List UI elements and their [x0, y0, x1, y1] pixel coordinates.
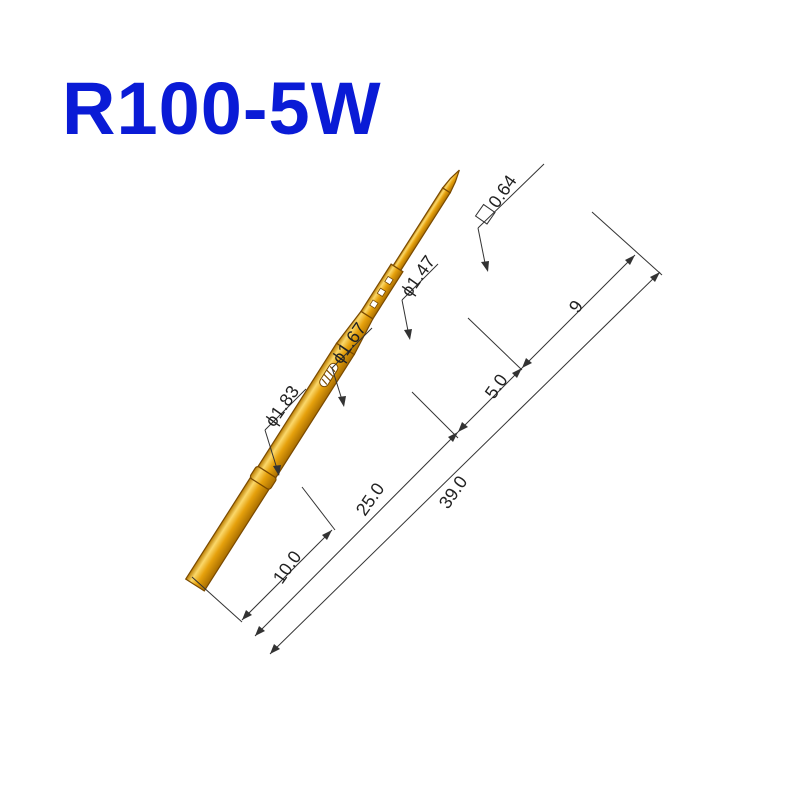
probe-pin — [184, 169, 460, 592]
leader-d167 — [331, 327, 373, 407]
pin-tip — [441, 169, 460, 194]
pin-tail-barrel — [184, 477, 270, 592]
pin-square-mark — [376, 287, 387, 298]
square-symbol-icon — [474, 203, 496, 225]
callout-square-064: 0.64 — [474, 171, 521, 225]
pin-square-mark — [369, 299, 379, 309]
dim-label-25: 25.0 — [352, 479, 388, 519]
dim-line-5 — [457, 367, 523, 433]
dim-line-25 — [254, 431, 459, 637]
dim-label-5: 5.0 — [481, 370, 512, 402]
callout-diameter-167: ϕ1.67 — [328, 319, 370, 367]
leader-sq064 — [477, 163, 545, 272]
leader-d147 — [401, 263, 439, 340]
dim-line-9 — [521, 254, 636, 369]
pin-square-mark — [384, 275, 394, 286]
dim-line-39 — [269, 271, 661, 655]
product-title: R100-5W — [62, 67, 382, 150]
dim-line-10 — [241, 529, 333, 621]
leader-d183 — [264, 388, 307, 476]
dim-label-9: 9 — [565, 297, 587, 317]
dim-label-10: 10.0 — [269, 547, 305, 587]
dim-label-39: 39.0 — [435, 472, 471, 512]
